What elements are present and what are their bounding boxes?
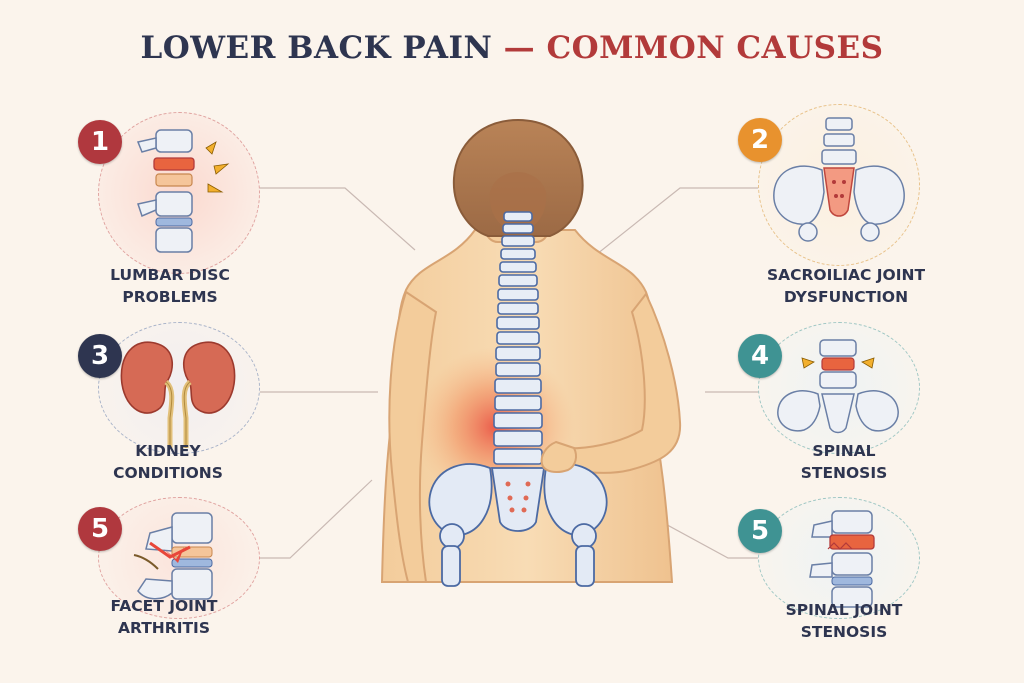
cause-label-line2: DYSFUNCTION: [783, 288, 909, 306]
cause-number-badge: 5: [738, 509, 782, 553]
cause-label: SPINAL JOINT STENOSIS: [744, 599, 944, 643]
title-part-2: COMMON CAUSES: [546, 30, 884, 66]
cause-label: SACROILIAC JOINT DYSFUNCTION: [746, 264, 946, 308]
cause-number-badge: 4: [738, 334, 782, 378]
connector-2: [591, 187, 760, 259]
cause-number-badge: 3: [78, 334, 122, 378]
cause-label-line1: SPINAL: [812, 442, 876, 460]
cause-label: LUMBAR DISC PROBLEMS: [70, 264, 270, 308]
cause-number-badge: 1: [78, 120, 122, 164]
title-part-1: LOWER BACK PAIN: [140, 30, 493, 66]
cause-label-line1: KIDNEY: [135, 442, 201, 460]
cause-label-line2: STENOSIS: [800, 464, 888, 482]
connector-5: [258, 479, 373, 559]
pelvis: [428, 463, 608, 587]
connector-1: [258, 187, 416, 251]
spinal-joint-icon: [809, 510, 875, 608]
cause-label-line2: ARTHRITIS: [118, 619, 210, 637]
title-dash: —: [492, 30, 547, 66]
cause-label-line2: CONDITIONS: [113, 464, 223, 482]
facet-joint-icon: [133, 512, 213, 600]
cause-label-line1: FACET JOINT: [110, 597, 218, 615]
cause-number-badge: 5: [78, 507, 122, 551]
cause-label: SPINAL STENOSIS: [744, 440, 944, 484]
sacroiliac-joint-icon: [773, 117, 905, 242]
spine: [493, 211, 543, 465]
hand: [540, 440, 577, 473]
page-title: LOWER BACK PAIN — COMMON CAUSES: [0, 30, 1024, 66]
back-figure-illustration: [380, 118, 682, 587]
spinal-stenosis-icon: [777, 339, 899, 434]
cause-label: KIDNEY CONDITIONS: [68, 440, 268, 484]
cause-label-line1: SPINAL JOINT: [785, 601, 903, 619]
cause-label-line1: SACROILIAC JOINT: [766, 266, 926, 284]
cause-number-badge: 2: [738, 118, 782, 162]
lumbar-disc-icon: [136, 129, 230, 253]
kidney-icon: [120, 341, 236, 448]
cause-label-line2: STENOSIS: [800, 623, 888, 641]
cause-label-line1: LUMBAR DISC: [110, 266, 230, 284]
cause-label-line2: PROBLEMS: [122, 288, 218, 306]
cause-label: FACET JOINT ARTHRITIS: [64, 595, 264, 639]
